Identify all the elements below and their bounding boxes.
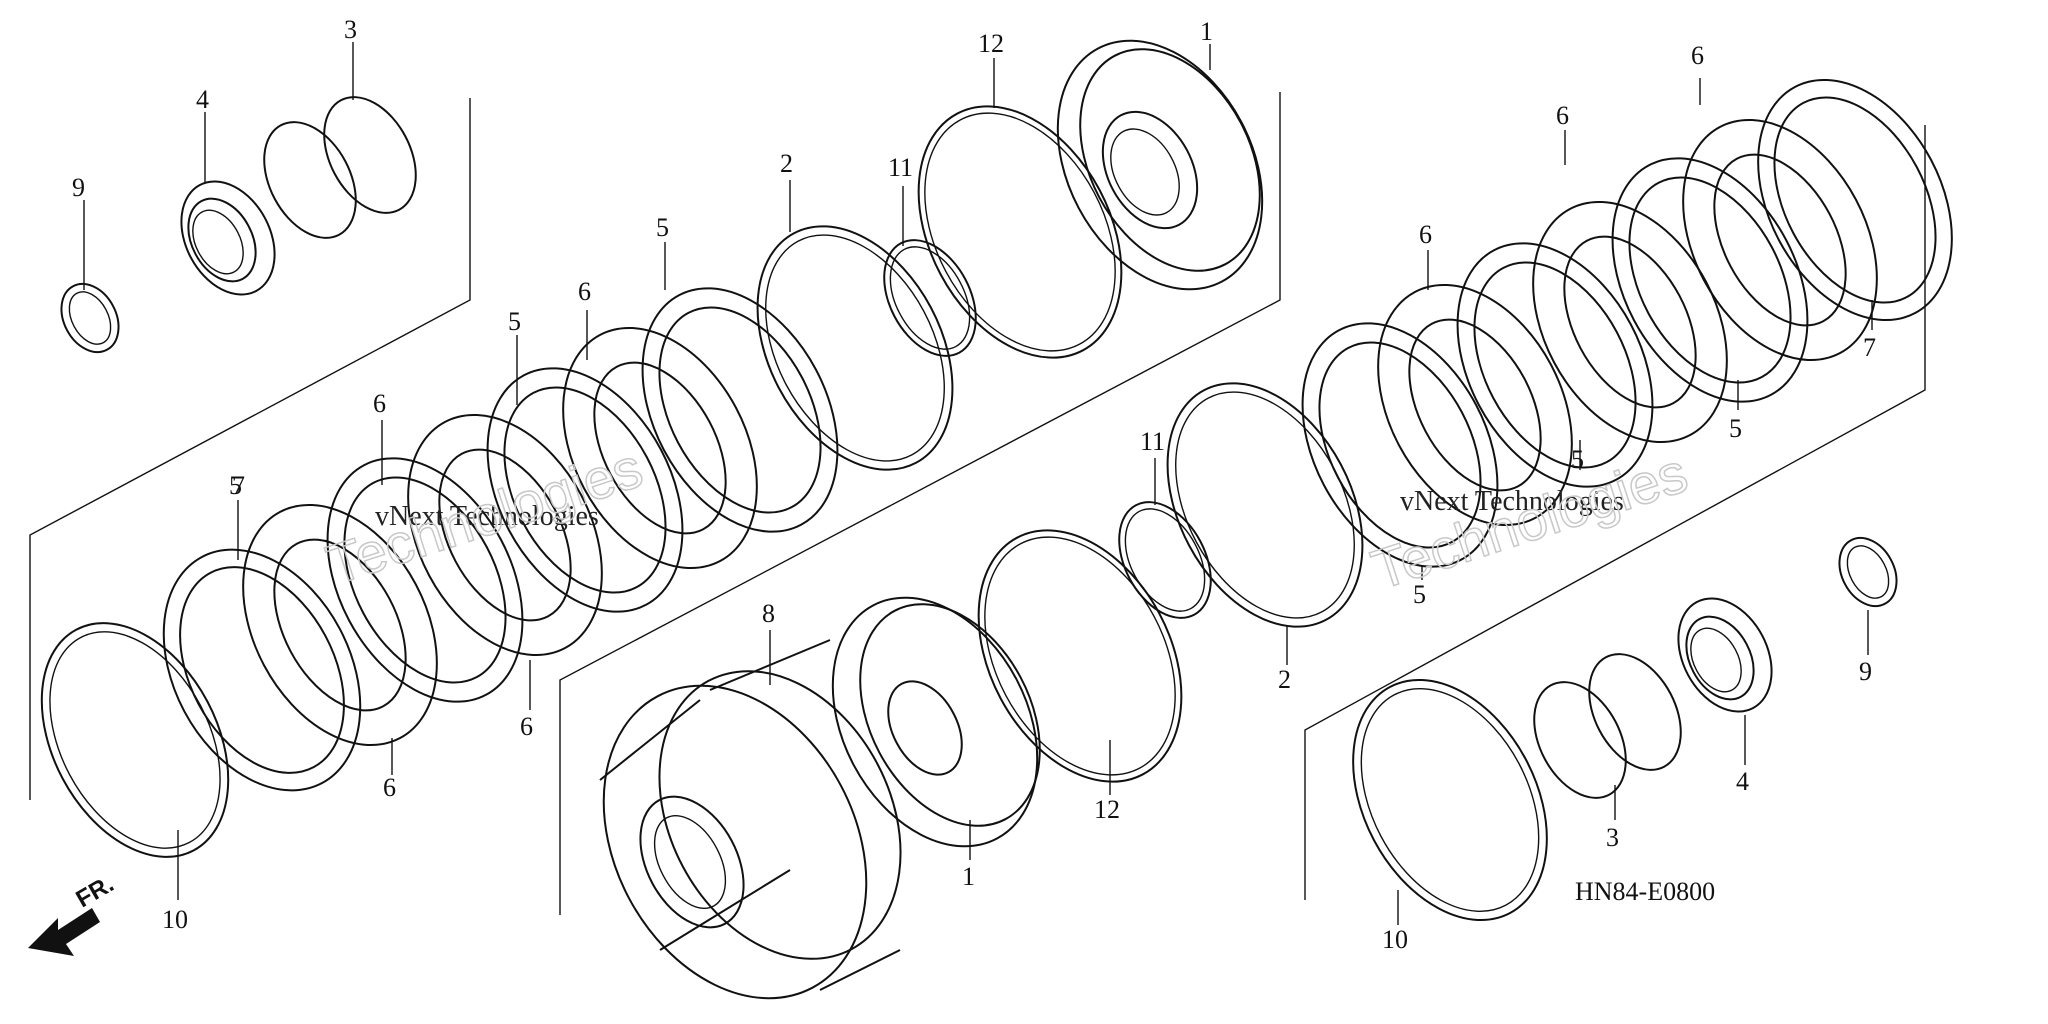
friction-disc-6-b (407, 413, 603, 657)
callout-label: 4 (1736, 767, 1749, 796)
callout-label: 6 (1556, 101, 1569, 130)
end-plate-7-right (1757, 78, 1953, 322)
friction-disc-6-e (1532, 200, 1728, 444)
callout-label: 5 (1729, 414, 1742, 443)
watermark-text: Technologies (319, 435, 649, 596)
watermark: vNext Technologies vNext Technologies Te… (318, 435, 1695, 602)
callout-label: 11 (1140, 427, 1165, 456)
seal-ring-3-upper (263, 96, 417, 239)
callout-label: 6 (373, 389, 386, 418)
clutch-drum-8 (599, 639, 902, 1000)
clutch-piston-1-lower (831, 596, 1041, 848)
snap-ring-9-lower (1838, 536, 1898, 608)
thrust-bearing-4-upper (180, 180, 276, 296)
callout-label: 6 (520, 712, 533, 741)
o-ring-11-upper (883, 239, 977, 357)
callout-label: 5 (656, 213, 669, 242)
callout-label: 3 (344, 15, 357, 44)
clutch-plate-5-e (1456, 242, 1654, 488)
leader-lines (83, 42, 1873, 925)
callout-label: 9 (1859, 657, 1872, 686)
callout-label: 4 (196, 85, 209, 114)
callout-label: 5 (229, 471, 242, 500)
o-ring-12-upper (917, 105, 1123, 359)
callout-label: 10 (1382, 925, 1408, 954)
callout-label: 2 (780, 149, 793, 178)
callout-labels: 9 4 3 2 11 12 1 6 5 5 6 5 7 6 6 10 8 1 1… (72, 15, 1876, 954)
watermark-text: vNext Technologies (1400, 486, 1624, 517)
friction-disc-6-a (242, 503, 438, 747)
front-direction-arrow: FR. (28, 870, 118, 956)
snap-ring-2-upper (756, 225, 954, 471)
callout-label: 2 (1278, 665, 1291, 694)
callout-label: 9 (72, 173, 85, 202)
assembly-frame-center (559, 92, 1281, 915)
callout-label: 1 (962, 862, 975, 891)
callout-label: 5 (1571, 445, 1584, 474)
callout-label: 6 (1419, 220, 1432, 249)
snap-ring-10-right (1352, 678, 1548, 922)
snap-ring-2-lower (1166, 382, 1364, 628)
thrust-bearing-4-lower (1677, 597, 1773, 713)
end-plate-7-left (162, 548, 362, 792)
assembly-frame-upper-left (29, 98, 471, 800)
watermark-text: vNext Technologies (375, 501, 599, 532)
front-label: FR. (72, 870, 119, 913)
callout-label: 6 (1691, 41, 1704, 70)
o-ring-12-lower (977, 529, 1183, 783)
callout-label: 6 (383, 773, 396, 802)
friction-disc-6-f (1682, 118, 1878, 362)
clutch-plate-5-c (641, 287, 839, 533)
callout-label: 7 (1863, 333, 1876, 362)
clutch-plate-5-f (1611, 157, 1809, 403)
arrow-icon (28, 908, 100, 956)
seal-ring-3-lower (1533, 653, 1682, 799)
friction-disc-6-d (1377, 283, 1573, 527)
callout-label: 7 (232, 471, 245, 500)
snap-ring-10-left (40, 622, 230, 858)
callout-label: 10 (162, 905, 188, 934)
callout-label: 5 (508, 307, 521, 336)
o-ring-11-lower (1118, 501, 1212, 619)
friction-disc-6-c (562, 326, 758, 570)
clutch-plate-5-d (1301, 322, 1499, 568)
callout-label: 1 (1200, 17, 1213, 46)
callout-label: 8 (762, 599, 775, 628)
callout-label: 6 (578, 277, 591, 306)
callout-label: 12 (978, 29, 1004, 58)
clutch-plate-5-a (326, 457, 524, 703)
callout-label: 12 (1094, 795, 1120, 824)
snap-ring-9-upper (60, 282, 120, 354)
callout-label: 5 (1413, 580, 1426, 609)
callout-label: 3 (1606, 823, 1619, 852)
assembly-frame-right (1304, 125, 1926, 900)
drawing-code: HN84-E0800 (1575, 877, 1715, 906)
clutch-piston-1-upper (1056, 39, 1264, 291)
callout-label: 11 (888, 153, 913, 182)
clutch-plate-5-b (486, 367, 684, 613)
